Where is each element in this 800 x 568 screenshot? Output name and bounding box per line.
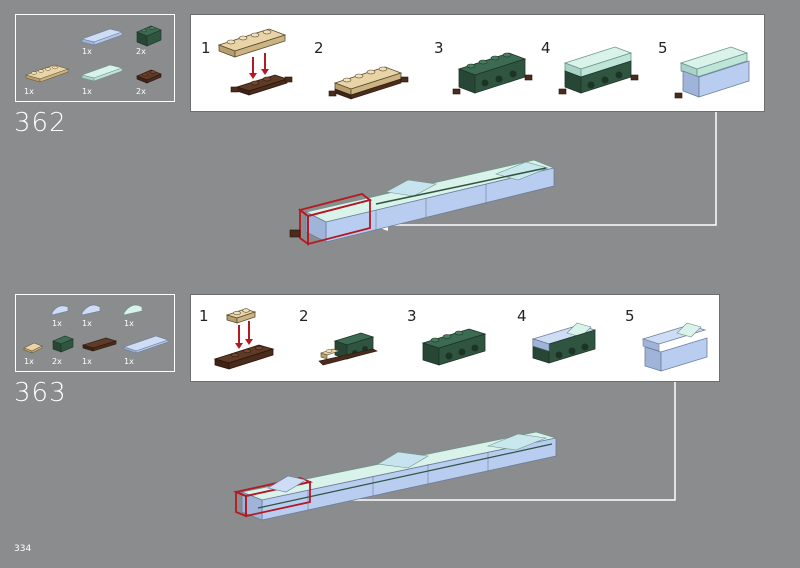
substep-number: 4 (517, 307, 527, 325)
light-aqua-tile-slope-icon (80, 64, 124, 82)
part-qty: 1x (82, 319, 92, 328)
step-number: 362 (14, 108, 67, 138)
light-blue-slope-curved-icon (51, 305, 69, 316)
part-qty: 1x (82, 357, 92, 366)
dark-green-brick-1x2-icon (52, 335, 74, 353)
part-qty: 1x (24, 357, 34, 366)
part-qty: 1x (82, 47, 92, 56)
light-aqua-slope-curved-icon (123, 304, 143, 316)
substep-1-illustration (217, 28, 293, 96)
tan-plate-1x4-icon (25, 64, 69, 83)
main-assembly-363 (232, 431, 557, 521)
substep-5-illustration (641, 322, 708, 372)
substep-5-illustration (674, 46, 750, 99)
tan-plate-1x2-icon (23, 342, 43, 354)
substep-2-illustration (318, 332, 378, 366)
dark-green-brick-1x2-icon (136, 25, 162, 47)
light-blue-slope-curved-icon (81, 304, 101, 316)
substep-number: 4 (541, 39, 551, 57)
part-qty: 1x (52, 319, 62, 328)
substep-3-illustration (421, 328, 487, 366)
sub-assembly-panel-363: 1 2 3 4 5 (190, 294, 720, 382)
substep-number: 2 (314, 39, 324, 57)
part-qty: 2x (52, 357, 62, 366)
light-blue-tile-long-icon (123, 335, 169, 354)
substep-number: 1 (201, 39, 211, 57)
substep-number: 5 (658, 39, 668, 57)
part-qty: 1x (124, 319, 134, 328)
substep-3-illustration (452, 52, 533, 95)
part-qty: 1x (82, 87, 92, 96)
part-qty: 1x (24, 87, 34, 96)
parts-list-363: 1x 1x 1x 1x 2x 1x 1x (15, 294, 175, 372)
page-number: 334 (14, 544, 32, 554)
substep-2-illustration (328, 66, 409, 100)
step-number: 363 (14, 378, 67, 408)
substep-number: 3 (407, 307, 417, 325)
substep-4-illustration (558, 46, 639, 95)
substep-number: 1 (199, 307, 209, 325)
parts-list-362: 1x 1x 2x 1x 2x (15, 14, 175, 102)
part-qty: 2x (136, 87, 146, 96)
substep-number: 3 (434, 39, 444, 57)
part-qty: 1x (124, 357, 134, 366)
part-qty: 2x (136, 47, 146, 56)
substep-1-illustration (213, 308, 275, 370)
sub-assembly-panel-362: 1 2 3 4 5 (190, 14, 765, 112)
light-blue-tile-slope-icon (80, 28, 124, 46)
main-assembly-362 (289, 159, 556, 246)
substep-4-illustration (531, 322, 597, 364)
substep-number: 2 (299, 307, 309, 325)
brown-plate-clip-icon (136, 69, 162, 84)
substep-number: 5 (625, 307, 635, 325)
brown-plate-clip-long-icon (81, 337, 118, 352)
